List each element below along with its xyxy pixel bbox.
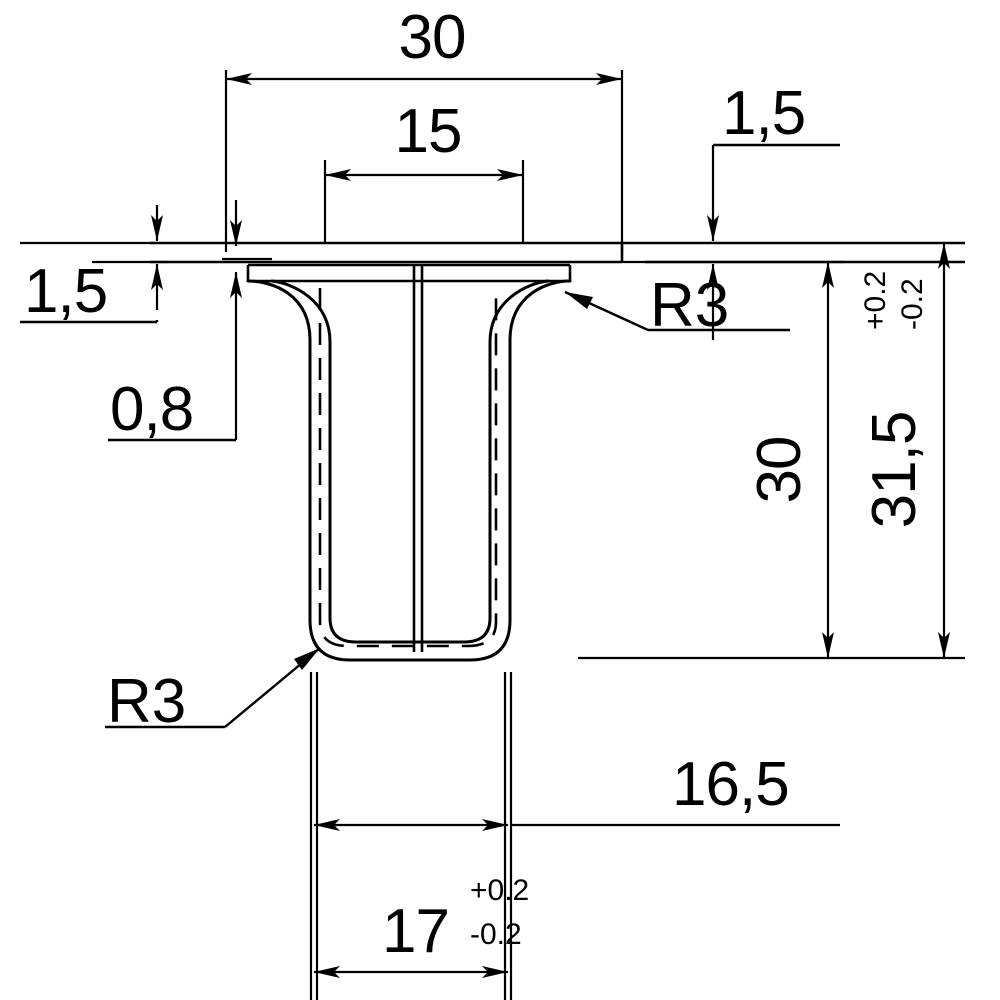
bottom-extension-lines [309,672,513,1000]
dim-label-slot-width: 15 [395,97,462,166]
insert-flange [246,263,572,283]
dim-label-flange-thickness-left: 1,5 [24,257,107,326]
dim-label-depth-ref: 16,5 [672,750,789,819]
dim-label-wall-thickness: 0,8 [110,375,193,444]
dim-plate-thickness-15-right [707,143,840,340]
part-geometry [150,241,965,662]
sleeve-inner-profile [270,279,550,644]
dim-wall-thickness-08 [108,200,272,442]
label-radius-top-right: R3 [650,271,729,340]
dim-slot-width-15 [323,160,525,242]
panel-plate [150,241,965,264]
dim-plate-thickness-15-left [20,205,168,324]
dim-label-flange-thickness-right: 1,5 [722,79,805,148]
label-radius-bottom-left: R3 [107,667,186,736]
dim-flange-width-30 [224,70,624,252]
dim-tol-body-width-lower: -0.2 [470,918,522,951]
sleeve-outer-profile [246,279,572,662]
dim-label-body-width: 17 [382,897,449,966]
dim-body-width-17 [314,819,508,978]
leader-radius-bottom-left [105,647,321,729]
right-reference-lines [578,260,965,660]
dim-label-body-height: 30 [745,437,814,504]
dim-tol-overall-height-lower: -0.2 [896,278,929,330]
leader-radius-top-right [564,290,790,332]
dim-tol-overall-height-upper: +0.2 [859,271,892,330]
dim-label-overall-height: 31,5 [860,412,929,529]
hidden-internal-edge [318,288,498,648]
dim-label-flange-width: 30 [399,3,466,72]
dim-tol-body-width-upper: +0.2 [470,874,529,907]
center-slot-edges [412,266,424,652]
